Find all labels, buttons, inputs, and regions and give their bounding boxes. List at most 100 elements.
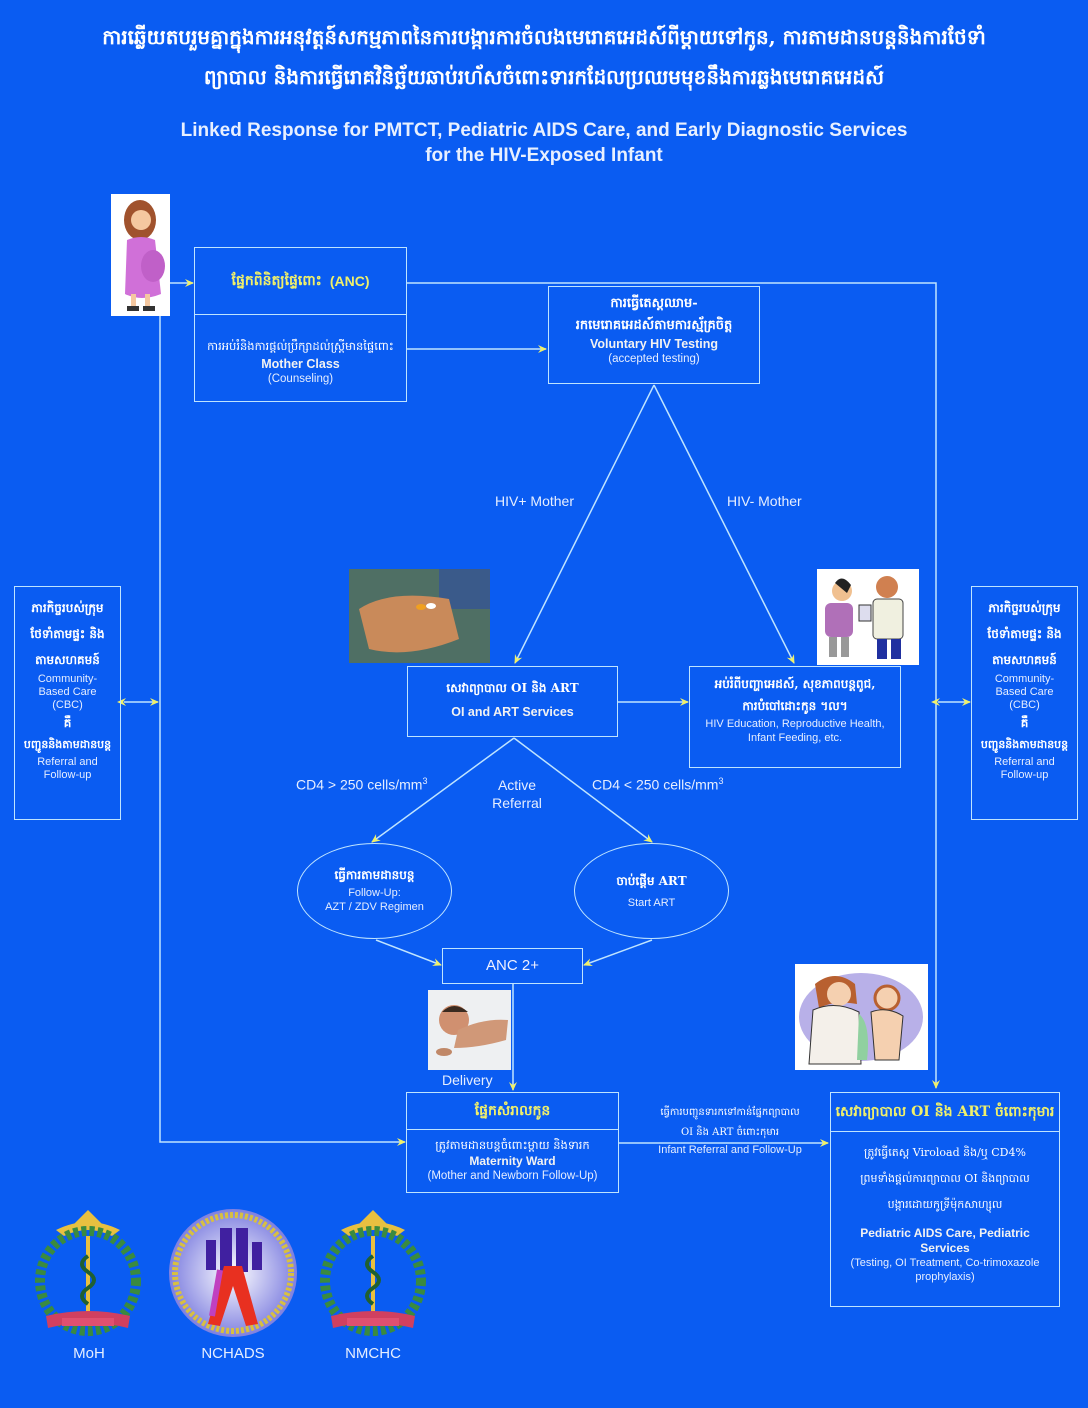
label-cd4-greater-text: CD4 > 250 cells/mm — [296, 776, 423, 793]
nchads-emblem-icon — [169, 1209, 297, 1337]
label-cd4-less: CD4 < 250 cells/mm3 — [592, 776, 723, 793]
cbc-left-en-1: Community- — [37, 673, 98, 685]
cbc-left-kh-4: គឺ — [63, 716, 72, 730]
doctor-patient-icon — [817, 569, 919, 665]
cbc-left-kh-1: ភារកិច្ចរបស់ក្រុម — [31, 601, 104, 615]
infant-referral-label: ធ្វើការបញ្ជូនទារកទៅកាន់ផ្នែកព្យាបាល OI ន… — [640, 1103, 820, 1157]
anc-title-kh: ផ្នែកពិនិត្យផ្ទៃពោះ — [231, 272, 322, 289]
cbc-right-kh-2: ថែទាំតាមផ្ទះ និង — [987, 627, 1062, 641]
anc-sub-kh: ការអប់រំនិងការផ្តល់ប្រឹក្សាដល់ស្ត្រីមានផ… — [207, 339, 394, 353]
cbc-left-kh-3: តាមសហគមន៍ — [35, 653, 100, 667]
edge-startart-anc2 — [583, 939, 653, 966]
maternity-en-bold: Maternity Ward — [469, 1154, 556, 1168]
moh-emblem-icon — [35, 1210, 141, 1336]
edge-vct-hivpos — [514, 384, 655, 664]
khmer-title-line-2: ព្យាបាល និងការធ្វើរោគវិនិច្ឆ័យឆាប់រហ័សចំ… — [203, 65, 885, 89]
followup-ellipse: ធ្វើការតាមដានបន្ត Follow-Up: AZT / ZDV R… — [297, 843, 452, 939]
education-kh-1: អប់រំពីបញ្ហាអេដស៍, សុខភាពបន្តពូជ, — [714, 677, 876, 691]
education-kh-2: ការបំបៅដោះកូន ។ល។ — [742, 699, 848, 713]
nmchc-logo — [317, 1206, 429, 1340]
nmchc-emblem-icon — [320, 1210, 426, 1336]
pediatric-en-bold: Pediatric AIDS Care, Pediatric Services — [860, 1226, 1030, 1255]
label-cd4-greater: CD4 > 250 cells/mm3 — [296, 776, 427, 793]
cbc-right-en-1: Community- — [994, 673, 1055, 685]
cbc-right-kh-5: បញ្ជូននិងតាមដានបន្ត — [980, 738, 1069, 751]
pediatric-box: សេវាព្យាបាល OI និង ART ចំពោះកុមារ ត្រូវធ… — [830, 1092, 1060, 1307]
cbc-right-box: ភារកិច្ចរបស់ក្រុម ថែទាំតាមផ្ទះ និង តាមសហ… — [971, 586, 1078, 820]
vct-box: ការធ្វើតេស្តឈាម- រកមេរោគអេដស៍តាមការស្ម័គ… — [548, 286, 760, 384]
pregnant-woman-image — [111, 194, 170, 316]
oi-art-box: សេវាព្យាបាល OI និង ART OI and ART Servic… — [407, 666, 618, 737]
edge-followup-anc2 — [375, 939, 442, 966]
doctor-child-image — [795, 964, 928, 1070]
label-active: Active — [497, 777, 537, 793]
vct-en-bold: Voluntary HIV Testing — [589, 337, 719, 351]
pediatric-kh-3: បង្ការដោយកូទ្រីម៉ុកសាហ្សុល — [887, 1198, 1003, 1211]
infant-referral-en: Infant Referral and Follow-Up — [658, 1144, 802, 1156]
education-box: អប់រំពីបញ្ហាអេដស៍, សុខភាពបន្តពូជ, ការបំប… — [689, 666, 901, 768]
pregnant-woman-icon — [111, 194, 170, 316]
baby-image — [428, 990, 511, 1070]
anc2-box: ANC 2+ — [442, 948, 583, 984]
anc2-label: ANC 2+ — [486, 957, 539, 974]
pediatric-kh-1: ត្រូវធ្វើតេស្ត Viroload និង/ឬ CD4% — [864, 1146, 1026, 1159]
start-art-en: Start ART — [627, 897, 676, 909]
title-line-1: Linked Response for PMTCT, Pediatric AID… — [180, 120, 908, 141]
hand-pills-image — [349, 569, 490, 663]
cbc-left-en-4: Referral and — [37, 756, 98, 768]
doctor-child-icon — [795, 964, 928, 1070]
maternity-box: ផ្នែកសំរាលកូន ត្រូវតាមដានបន្តចំពោះម្តាយ … — [406, 1092, 619, 1193]
hand-with-pills-icon — [349, 569, 490, 663]
vct-kh-1: ការធ្វើតេស្តឈាម- — [610, 296, 698, 311]
edge-anc-right-trunk — [407, 282, 940, 1089]
edge-oiart-followup — [371, 737, 515, 843]
pediatric-title-kh: សេវាព្យាបាល OI និង ART ចំពោះកុមារ — [835, 1104, 1055, 1120]
maternity-en: (Mother and Newborn Follow-Up) — [427, 1170, 598, 1182]
anc-counseling: (Counseling) — [267, 373, 334, 385]
infant-referral-kh-2: OI និង ART ចំពោះកុមារ — [680, 1127, 780, 1138]
moh-logo — [32, 1206, 144, 1340]
cbc-right-en-4: Referral and — [994, 756, 1055, 768]
logo-label-nmchc: NMCHC — [345, 1345, 401, 1362]
cbc-right-kh-1: ភារកិច្ចរបស់ក្រុម — [988, 601, 1061, 615]
label-hiv-positive-mother: HIV+ Mother — [495, 493, 574, 509]
cbc-right-kh-3: តាមសហគមន៍ — [992, 653, 1057, 667]
start-art-kh: ចាប់ផ្តើម ART — [616, 874, 687, 888]
baby-icon — [428, 990, 511, 1070]
maternity-title-kh: ផ្នែកសំរាលកូន — [474, 1103, 551, 1119]
doctor-patient-image — [817, 569, 919, 665]
label-delivery: Delivery — [442, 1072, 493, 1088]
cbc-right-en-3: (CBC) — [1009, 699, 1040, 711]
cbc-left-en-3: (CBC) — [52, 699, 83, 711]
anc-box: ផ្នែកពិនិត្យផ្ទៃពោះ (ANC) ការអប់រំនិងការ… — [194, 247, 407, 402]
anc-mother-class: Mother Class — [261, 357, 340, 371]
vct-kh-2: រកមេរោគអេដស៍តាមការស្ម័គ្រចិត្ត — [575, 318, 733, 333]
vct-en: (accepted testing) — [608, 353, 700, 365]
nchads-logo — [166, 1206, 300, 1340]
label-active-referral: Active Referral — [488, 776, 546, 812]
cbc-right-kh-4: គឺ — [1020, 716, 1029, 730]
pediatric-en: (Testing, OI Treatment, Co-trimoxazole p… — [850, 1257, 1040, 1283]
pediatric-kh-2: ព្រមទាំងផ្តល់ការព្យាបាល OI និងព្យាបាល — [860, 1172, 1030, 1185]
label-referral: Referral — [492, 795, 542, 811]
cbc-left-en-2: Based Care — [38, 686, 97, 698]
logo-label-moh: MoH — [73, 1345, 105, 1362]
education-en: HIV Education, Reproductive Health, Infa… — [705, 718, 885, 744]
oi-art-en: OI and ART Services — [451, 705, 574, 719]
label-cd4-less-sup: 3 — [718, 776, 724, 786]
start-art-ellipse: ចាប់ផ្តើម ART Start ART — [574, 843, 729, 939]
maternity-sub-kh: ត្រូវតាមដានបន្តចំពោះម្តាយ និងទារក — [435, 1138, 590, 1152]
followup-en-1: Follow-Up: — [348, 887, 401, 899]
followup-kh: ធ្វើការតាមដានបន្ត — [334, 868, 415, 882]
cbc-left-kh-5: បញ្ជូននិងតាមដានបន្ត — [23, 738, 112, 751]
cbc-left-kh-2: ថែទាំតាមផ្ទះ និង — [30, 627, 105, 641]
label-cd4-greater-sup: 3 — [422, 776, 428, 786]
logo-label-nchads: NCHADS — [201, 1345, 265, 1362]
edge-woman-maternity — [159, 316, 406, 1146]
edge-oiart-startart — [513, 737, 653, 843]
label-hiv-negative-mother: HIV- Mother — [727, 493, 802, 509]
cbc-right-en-2: Based Care — [995, 686, 1054, 698]
khmer-title-line-1: ការឆ្លើយតបរួមគ្នាក្នុងការអនុវត្តន៍សកម្មភ… — [102, 25, 986, 49]
edge-vct-hivneg — [653, 384, 795, 664]
